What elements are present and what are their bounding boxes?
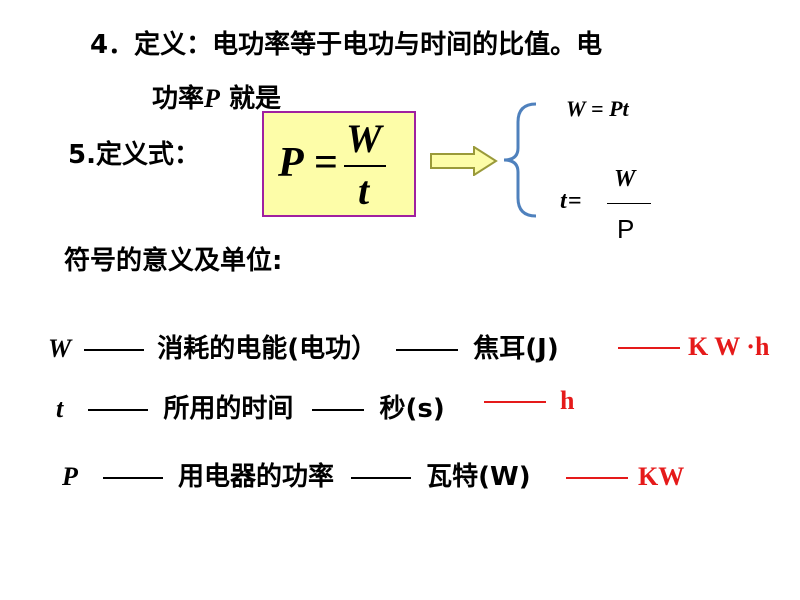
row-symbol: W [48,334,72,363]
derived-w-equals: = [585,96,610,121]
formula-denominator: t [358,168,370,213]
alt-unit-dash [566,476,628,479]
row-meaning: 所用的时间 [163,394,294,424]
row-meaning: 用电器的功率 [178,462,335,492]
formula-box: P = W t [262,111,416,217]
alt-unit-row-p: KW [566,462,684,492]
derived-fraction-bar [607,203,651,204]
alt-unit-dash [484,400,546,403]
symbol-row-w: W 消耗的电能(电功） 焦耳(J) [48,328,559,365]
alt-unit-dash [618,346,680,349]
derived-w: W [566,96,586,121]
derived-t-numerator: W [614,166,636,192]
formula-equals: = [314,140,338,186]
definition-number: 4． [90,30,135,60]
derived-formula-w: W = Pt [566,96,629,122]
symbols-heading: 符号的意义及单位: [64,246,283,276]
definition-power-symbol: P [204,84,220,113]
row-unit: 焦耳(J) [473,334,559,364]
definition-line2-prefix: 功率 [152,84,205,114]
formula-numerator: W [346,116,382,161]
row-dash [102,476,163,479]
alt-unit: KW [638,462,685,491]
alt-unit: K W ·h [688,332,770,361]
row-dash [351,476,412,479]
formula-label-text: 定义式： [95,140,200,170]
definition-line2-suffix: 就是 [219,84,281,114]
definition-line-1: 4．定义：电功率等于电功与时间的比值。电 [90,24,602,61]
row-unit: 秒(s) [379,394,445,424]
right-arrow-icon [430,146,498,176]
left-brace-icon [503,102,537,218]
row-unit: 瓦特(W) [426,462,531,492]
formula-lhs: P [278,140,304,186]
row-symbol: P [62,462,78,491]
definition-text: 定义：电功率等于电功与时间的比值。电 [134,30,603,60]
row-dash [396,348,459,351]
symbol-row-t: t 所用的时间 秒(s) [56,388,445,425]
derived-t: t [560,188,567,214]
derived-pt: Pt [609,96,629,121]
symbol-row-p: P 用电器的功率 瓦特(W) [62,456,531,493]
alt-unit-row-w: K W ·h [618,332,769,362]
row-meaning: 消耗的电能(电功） [157,334,378,364]
alt-unit-row-t: h [484,386,574,416]
row-symbol: t [56,394,64,423]
row-dash [84,348,145,351]
row-dash [312,408,365,411]
alt-unit: h [560,386,575,415]
row-dash [88,408,149,411]
derived-t-denominator: P [617,214,635,244]
formula-number: 5. [68,140,96,170]
formula-fraction-bar [344,165,386,167]
derived-t-equals: = [568,188,582,214]
formula-label: 5.定义式： [68,134,200,171]
definition-line-2: 功率P 就是 [152,78,281,115]
